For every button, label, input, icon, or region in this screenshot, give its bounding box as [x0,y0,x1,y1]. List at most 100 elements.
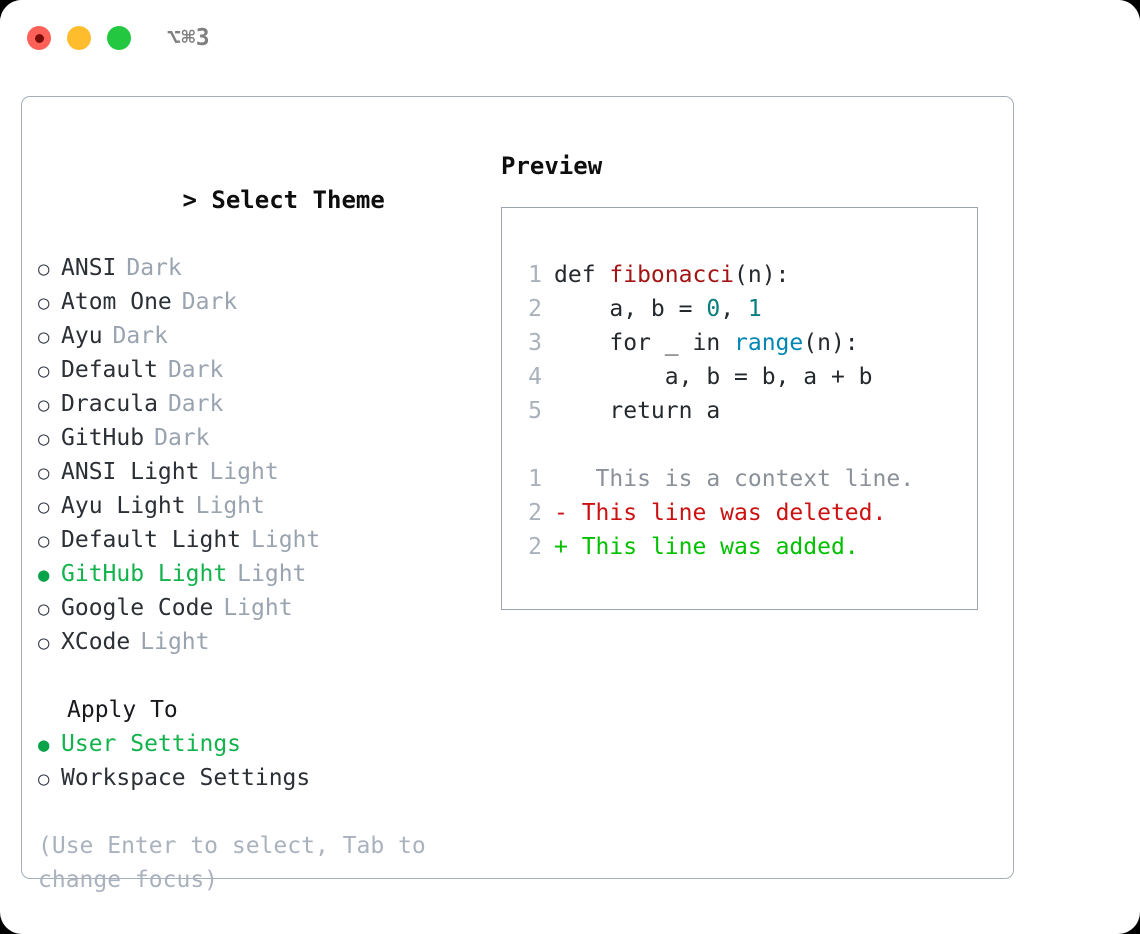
close-button[interactable] [27,26,51,50]
line-number: 2 [528,500,542,526]
prompt-caret: > [182,186,197,214]
diff-line-deleted: 2- This line was deleted. [522,496,977,530]
line-number: 1 [528,262,542,288]
theme-category-tag: Dark [167,391,224,417]
theme-category-tag: Light [140,629,210,655]
page-title-text: Select Theme [211,186,385,214]
theme-option-label: Google Code [61,595,214,621]
preview-title: Preview [501,152,603,180]
line-number: 3 [528,330,542,356]
code-token-plain: a, b = [554,296,707,322]
theme-category-tag: Dark [154,425,210,451]
line-number: 4 [528,364,542,390]
theme-option-default-light[interactable]: ○ Default Light Light [38,523,493,557]
radio-unselected-icon[interactable]: ○ [38,360,50,382]
code-line: 3 for _ in range(n): [522,326,977,360]
radio-unselected-icon[interactable]: ○ [38,496,50,518]
theme-option-label: Dracula [61,391,158,417]
theme-option-label: Ayu Light [61,493,186,519]
line-number: 1 [528,466,542,492]
theme-option-dracula[interactable]: ○ Dracula Dark [38,387,493,421]
code-token-plain: return a [554,398,721,424]
code-token-plain: a, b = b, a + b [554,364,873,390]
minimize-button[interactable] [67,26,91,50]
radio-unselected-icon[interactable]: ○ [38,326,50,348]
theme-category-tag: Light [223,595,293,621]
theme-option-label: GitHub [61,425,145,451]
code-token-plain: for _ in [554,330,735,356]
keyboard-hint-text: (Use Enter to select, Tab to change focu… [38,833,440,893]
apply-to-section: Apply To ●User Settings○Workspace Settin… [38,693,493,795]
theme-option-ayu-light[interactable]: ○ Ayu Light Light [38,489,493,523]
apply-to-title: Apply To [67,697,178,723]
radio-unselected-icon[interactable]: ○ [38,394,50,416]
diff-line-added: 2 + This line was added. [522,530,977,564]
theme-option-google-code[interactable]: ○ Google Code Light [38,591,493,625]
zoom-button[interactable] [107,26,131,50]
code-token-plain: def [554,262,610,288]
theme-option-github[interactable]: ○ GitHub Dark [38,421,493,455]
radio-unselected-icon[interactable]: ○ [38,292,50,314]
theme-category-tag: Dark [126,255,182,281]
theme-category-tag: Light [209,459,279,485]
apply-to-option-user-settings[interactable]: ●User Settings [38,727,493,761]
theme-option-label: ANSI [61,255,117,281]
code-token-number: 0 [706,296,721,322]
code-token-number: 1 [747,296,762,322]
code-token-plain: , [720,296,748,322]
theme-category-tag: Dark [167,357,224,383]
title-bar: ⌥⌘3 [0,0,1140,76]
theme-option-default[interactable]: ○ Default Dark [38,353,493,387]
radio-unselected-icon[interactable]: ○ [38,768,50,790]
code-token-plain: (n): [734,262,790,288]
radio-selected-icon[interactable]: ● [38,564,50,586]
theme-option-label: GitHub Light [61,561,228,587]
keyboard-shortcut-label: ⌥⌘3 [167,25,211,51]
theme-category-tag: Light [237,561,307,587]
line-number: 5 [528,398,542,424]
code-line: 4 a, b = b, a + b [522,360,977,394]
diff-sample: 1 This is a context line.2- This line wa… [522,462,977,564]
diff-marker: - [554,500,568,526]
theme-category-tag: Dark [112,323,168,349]
radio-unselected-icon[interactable]: ○ [38,632,50,654]
theme-option-ansi[interactable]: ○ ANSI Dark [38,251,493,285]
diff-text: This line was added. [567,534,859,560]
diff-text: This is a context line. [567,466,915,492]
line-number: 2 [528,534,542,560]
radio-unselected-icon[interactable]: ○ [38,530,50,552]
theme-option-ansi-light[interactable]: ○ ANSI Light Light [38,455,493,489]
radio-unselected-icon[interactable]: ○ [38,598,50,620]
code-token-plain: (n): [803,330,859,356]
code-line: 5 return a [522,394,977,428]
theme-option-github-light[interactable]: ● GitHub Light Light [38,557,493,591]
apply-to-option-workspace-settings[interactable]: ○Workspace Settings [38,761,493,795]
theme-option-label: Default Light [61,527,242,553]
theme-category-tag: Light [251,527,321,553]
diff-marker: + [554,534,568,560]
radio-selected-icon[interactable]: ● [38,734,50,756]
theme-option-label: Default [61,357,158,383]
line-number: 2 [528,296,542,322]
theme-category-tag: Light [195,493,265,519]
radio-unselected-icon[interactable]: ○ [38,258,50,280]
diff-line-context: 1 This is a context line. [522,462,977,496]
theme-option-label: ANSI Light [61,459,200,485]
theme-option-label: Atom One [61,289,172,315]
code-line: 2 a, b = 0, 1 [522,292,977,326]
radio-unselected-icon[interactable]: ○ [38,428,50,450]
apply-to-option-list: ●User Settings○Workspace Settings [38,727,493,795]
radio-unselected-icon[interactable]: ○ [38,462,50,484]
theme-option-atom-one[interactable]: ○ Atom One Dark [38,285,493,319]
theme-category-tag: Dark [181,289,238,315]
code-spacer [522,428,977,462]
